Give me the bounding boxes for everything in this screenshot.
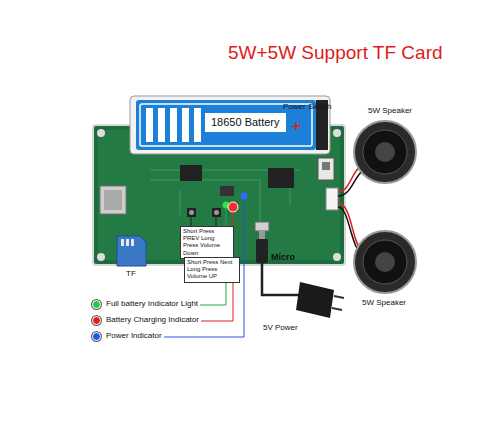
battery-label: 18650 Battery [205,113,286,132]
part-label: 5W Speaker [368,106,412,115]
node-text: Short Press Next Long Press Volume UP [187,259,237,281]
part-label: Power Switch [283,102,331,111]
part-label: 5V Power [263,323,298,332]
button-callout: Short Press PREV Long Press Volume Down [180,226,234,259]
indicator-swatch [92,300,101,309]
node-text: 18650 Battery [211,116,280,129]
title: 5W+5W Support TF Card [228,42,443,64]
indicator-swatch [92,332,101,341]
indicator-label: Battery Charging Indicator [104,315,201,324]
part-label: TF [126,269,136,278]
indicator-label: Power Indicator [104,331,164,340]
part-label: 5W Speaker [362,298,406,307]
indicator-swatch [92,316,101,325]
polarity-mark: + [292,117,301,134]
button-callout: Short Press Next Long Press Volume UP [184,257,240,283]
node-text: Short Press PREV Long Press Volume Down [183,228,231,257]
indicator-label: Full battery Indicator Light [104,299,200,308]
part-label: Micro [271,252,295,262]
